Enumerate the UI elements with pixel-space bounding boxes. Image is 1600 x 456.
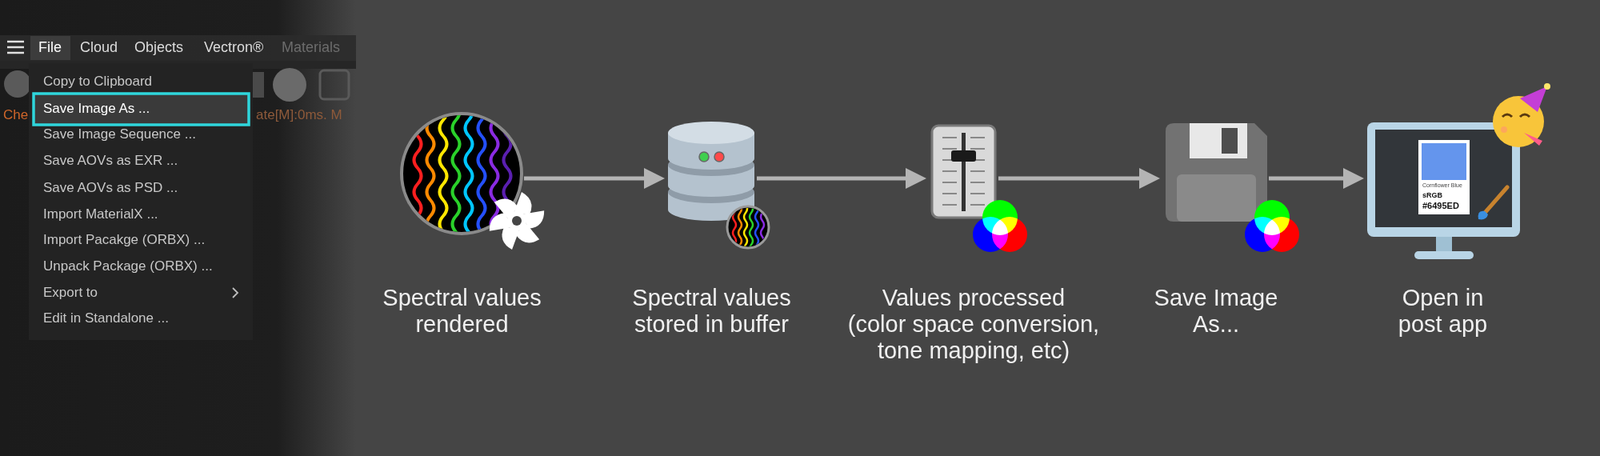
flow-arrow	[524, 168, 665, 189]
step-label: Values processed(color space conversion,…	[848, 284, 1100, 364]
flow-arrow	[756, 168, 927, 189]
menu-item: Materials	[281, 39, 340, 56]
step-label: Spectral valuesstored in buffer	[632, 284, 791, 338]
paintbrush-icon	[1478, 187, 1508, 220]
menu-item: Save Image Sequence ...	[43, 126, 196, 143]
octane-logo	[484, 192, 550, 250]
swatch-text: #6495ED	[1422, 200, 1460, 212]
step-label: Save ImageAs...	[1154, 284, 1279, 338]
submenu-chevron	[232, 288, 238, 298]
dropdown-menu	[28, 63, 253, 340]
screenshot-panel	[0, 0, 356, 456]
menu-item: Import MaterialX ...	[43, 206, 159, 223]
monitor-icon	[1367, 122, 1520, 260]
fader-icon	[932, 125, 996, 218]
step-label: Spectral valuesrendered	[382, 284, 541, 338]
process-step: Spectral valuesrendered	[398, 104, 523, 268]
menu-item: Edit in Standalone ...	[43, 310, 169, 327]
floppy-icon	[1165, 123, 1268, 222]
swatch-text: Cornflower Blue	[1422, 182, 1463, 189]
menu-item: Save AOVs as PSD ...	[43, 180, 178, 196]
status-text: ate[M]:0ms. M	[256, 107, 343, 124]
process-step: Save ImageAs...	[1161, 104, 1268, 268]
flow-arrow	[998, 168, 1160, 189]
rgb-venn	[1244, 200, 1300, 252]
menu-highlight	[30, 36, 71, 60]
menu-item: Cloud	[80, 39, 118, 56]
badge-waves	[732, 204, 764, 253]
party-emoji	[1492, 83, 1551, 148]
flow-arrow	[1268, 168, 1364, 189]
rgb-venn	[972, 200, 1028, 252]
menu-item: Import Pacakge (ORBX) ...	[43, 232, 205, 248]
step-label: Open inpost app	[1398, 284, 1488, 338]
menu-item: Save Image As ...	[43, 100, 150, 117]
hamburger-icon	[7, 41, 24, 53]
status-text: Che	[3, 107, 28, 124]
swatch-text: sRGB	[1422, 191, 1443, 200]
menu-item: Export to	[43, 284, 98, 301]
highlight-box	[33, 93, 249, 125]
menu-item: Unpack Package (ORBX) ...	[43, 258, 213, 275]
menu-item: Objects	[134, 39, 184, 56]
process-step: Spectral valuesstored in buffer	[666, 104, 756, 268]
menu-item: Vectron®	[204, 39, 264, 56]
database-icon	[668, 121, 755, 221]
menu-bar	[0, 35, 356, 61]
menu-item: File	[38, 39, 62, 56]
menu-item: Copy to Clipboard	[43, 73, 152, 90]
menu-item: Save AOVs as EXR ...	[43, 152, 178, 169]
process-step: Values processed(color space conversion,…	[928, 104, 997, 268]
